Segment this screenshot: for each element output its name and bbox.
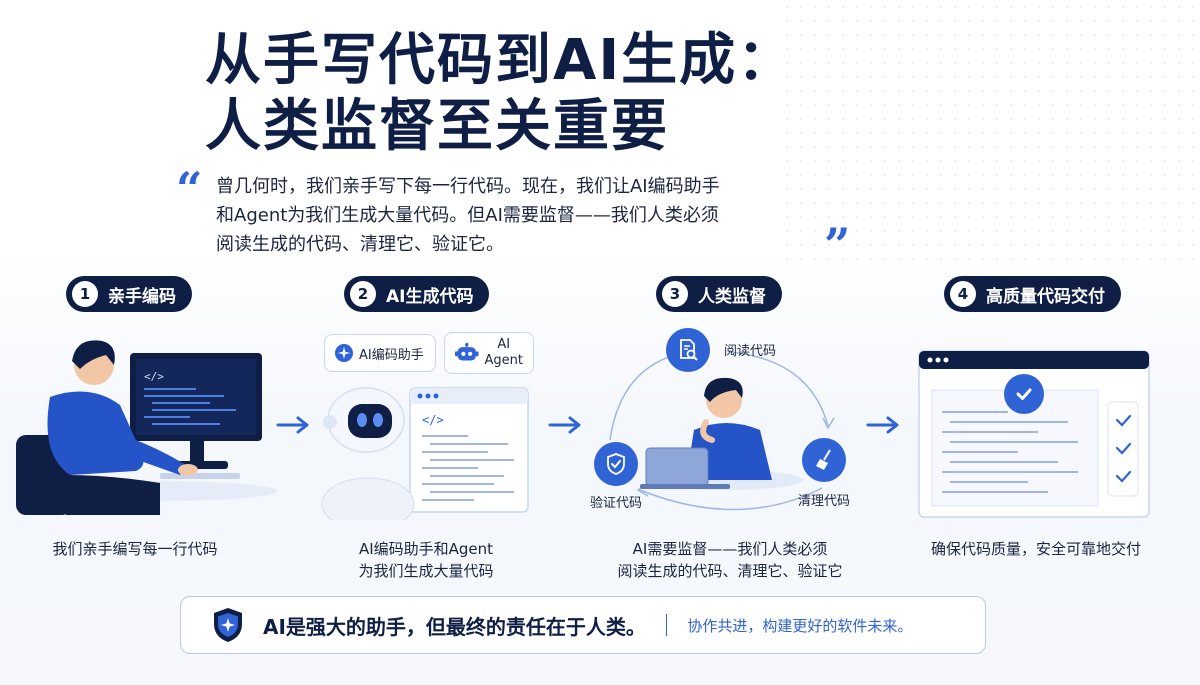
step-1-caption: 我们亲手编写每一行代码 [20, 538, 250, 560]
step-1-label: 亲手编码 [108, 286, 176, 307]
verify-code-label: 验证代码 [590, 496, 643, 511]
step-4-caption: 确保代码质量，安全可靠地交付 [912, 538, 1160, 560]
bottom-divider [665, 614, 668, 636]
clean-code-label: 清理代码 [798, 494, 851, 509]
quote-line-3: 阅读生成的代码、清理它、验证它。 [216, 234, 504, 255]
sparkle-icon [335, 344, 353, 362]
code-tag-1: </> [144, 370, 164, 383]
quote-line-2: 和Agent为我们生成大量代码。但AI需要监督——我们人类必须 [216, 205, 719, 226]
step-1-caption-line-1: 我们亲手编写每一行代码 [52, 540, 218, 558]
laptop-code-icon: </> [16, 340, 278, 515]
document-search-icon [666, 328, 710, 372]
step-3-pill: 3 人类监督 [656, 276, 782, 312]
page-title: 从手写代码到AI生成： 人类监督至关重要 [205, 28, 795, 160]
ai-agent-text: AI Agent [485, 337, 523, 369]
step-3-number: 3 [662, 281, 688, 307]
step-4-pill: 4 高质量代码交付 [944, 276, 1121, 312]
ai-assistant-label: AI编码助手 [359, 347, 424, 363]
arrow-right-icon-2 [548, 416, 581, 434]
step-4-caption-line-1: 确保代码质量，安全可靠地交付 [930, 540, 1141, 558]
step-2-caption-line-2: 为我们生成大量代码 [358, 562, 494, 580]
check-circle-icon [1004, 374, 1044, 414]
step-1-pill: 1 亲手编码 [66, 276, 192, 312]
ai-agent-line-2: Agent [484, 353, 523, 368]
shield-check-icon [594, 442, 638, 486]
open-quote-icon: “ [176, 162, 203, 216]
ai-assistant-badge: AI编码助手 [324, 334, 436, 372]
robot-code-window-illustration: </> [321, 387, 529, 520]
step-2-number: 2 [350, 281, 376, 307]
step-3-caption-line-1: AI需要监督——我们人类必须 [632, 540, 828, 558]
broom-icon [802, 438, 846, 482]
quote-line-1: 曾几何时，我们亲手写下每一行代码。现在，我们让AI编码助手 [216, 176, 720, 197]
ai-agent-line-1: AI [497, 337, 511, 352]
bottom-sub-message: 协作共进，构建更好的软件未来。 [687, 616, 913, 635]
title-line-2: 人类监督至关重要 [205, 94, 669, 159]
step-2-pill: 2 AI生成代码 [344, 276, 490, 312]
bottom-main-message: AI是强大的助手，但最终的责任在于人类。 [263, 614, 646, 639]
bottom-message-bar: AI是强大的助手，但最终的责任在于人类。 协作共进，构建更好的软件未来。 [180, 596, 986, 654]
step-2-label: AI生成代码 [386, 286, 474, 307]
background-dots [780, 0, 1200, 260]
arrow-right-icon [276, 416, 309, 434]
step-2-caption-line-1: AI编码助手和Agent [358, 540, 494, 558]
ai-agent-badge: AI Agent [444, 332, 534, 374]
title-line-1: 从手写代码到AI生成： [205, 28, 796, 93]
quality-code-window [918, 350, 1150, 518]
human-review-cycle [609, 351, 835, 511]
step-1-number: 1 [72, 281, 98, 307]
intro-quote: 曾几何时，我们亲手写下每一行代码。现在，我们让AI编码助手 和Agent为我们生… [216, 172, 836, 259]
code-tag-2: </> [422, 413, 444, 427]
step-4-label: 高质量代码交付 [986, 286, 1105, 307]
arrow-right-icon-3 [866, 416, 899, 434]
step-2-caption: AI编码助手和Agent 为我们生成大量代码 [306, 538, 546, 582]
read-code-label: 阅读代码 [724, 344, 777, 359]
shield-star-icon [214, 608, 242, 642]
step-4-number: 4 [950, 281, 976, 307]
robot-icon [455, 342, 479, 361]
step-3-caption-line-2: 阅读生成的代码、清理它、验证它 [617, 562, 843, 580]
step-3-label: 人类监督 [698, 286, 766, 307]
close-quote-icon: ” [824, 218, 851, 272]
step-3-caption: AI需要监督——我们人类必须 阅读生成的代码、清理它、验证它 [590, 538, 870, 582]
